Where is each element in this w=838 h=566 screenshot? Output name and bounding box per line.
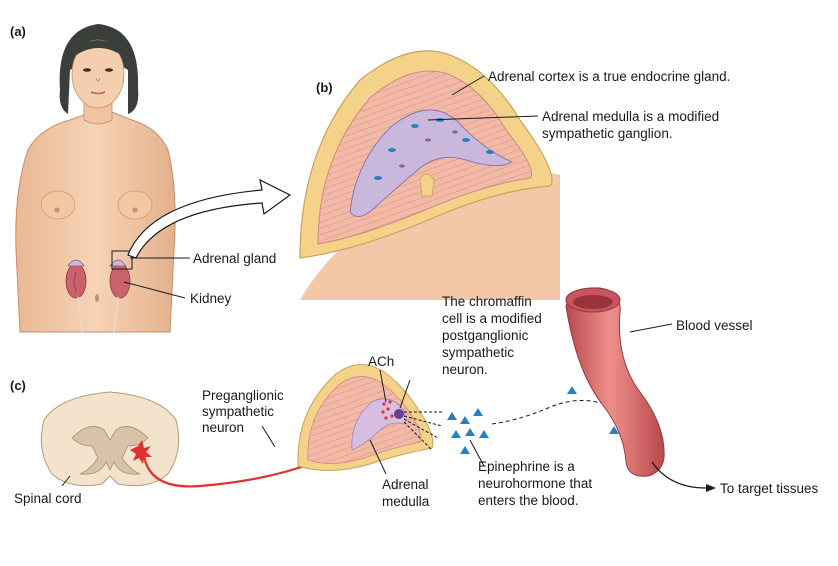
epinephrine-label-line1: Epinephrine is a: [478, 459, 575, 474]
preganglionic-label-line2: sympathetic: [202, 404, 274, 419]
epinephrine-label-line3: enters the blood.: [478, 493, 579, 508]
chromaffin-label-line4: sympathetic: [442, 345, 514, 360]
body-figure: [6, 12, 176, 334]
panel-b-label: (b): [316, 80, 333, 95]
adrenal-medulla-label-line2: medulla: [382, 494, 430, 509]
chromaffin-cell: [394, 409, 404, 419]
chromaffin-label-line3: postganglionic: [442, 328, 529, 343]
adrenal-gland-label: Adrenal gland: [193, 251, 276, 266]
epinephrine-label-line2: neurohormone that: [478, 476, 592, 491]
ach-label: ACh: [368, 354, 394, 369]
panel-a-label: (a): [10, 24, 26, 39]
panel-c-label: (c): [10, 378, 26, 393]
target-tissues-label: To target tissues: [720, 481, 819, 496]
zoom-arrow: [127, 178, 292, 259]
target-arrow: [651, 461, 707, 489]
ach-vesicles: [381, 400, 394, 420]
chromaffin-label-line1: The chromaffin: [442, 294, 532, 309]
cortex-label: Adrenal cortex is a true endocrine gland…: [488, 69, 730, 84]
chromaffin-label-line5: neuron.: [442, 362, 488, 377]
transport-arrow: [491, 399, 611, 425]
medulla-label-line2: sympathetic ganglion.: [542, 126, 673, 141]
spinal-cord-section: [40, 391, 180, 487]
preganglionic-label-line1: Preganglionic: [202, 388, 284, 403]
preganglionic-label-line3: neuron: [202, 420, 244, 435]
secretion-arrows: [403, 411, 443, 451]
blood-vessel: [565, 287, 665, 477]
blood-vessel-label: Blood vessel: [676, 318, 753, 333]
kidney-left-icon: [65, 263, 87, 299]
adrenal-section: [299, 50, 560, 300]
chromaffin-label-line2: cell is a modified: [442, 311, 542, 326]
kidney-label: Kidney: [190, 291, 232, 306]
adrenal-medulla-section: [297, 364, 434, 472]
preganglionic-neuron-body: [130, 440, 152, 464]
spinal-cord-label: Spinal cord: [14, 491, 82, 506]
zoom-box: [111, 250, 133, 270]
adrenal-medulla-label-line1: Adrenal: [382, 477, 429, 492]
medulla-label-line1: Adrenal medulla is a modified: [542, 109, 719, 124]
